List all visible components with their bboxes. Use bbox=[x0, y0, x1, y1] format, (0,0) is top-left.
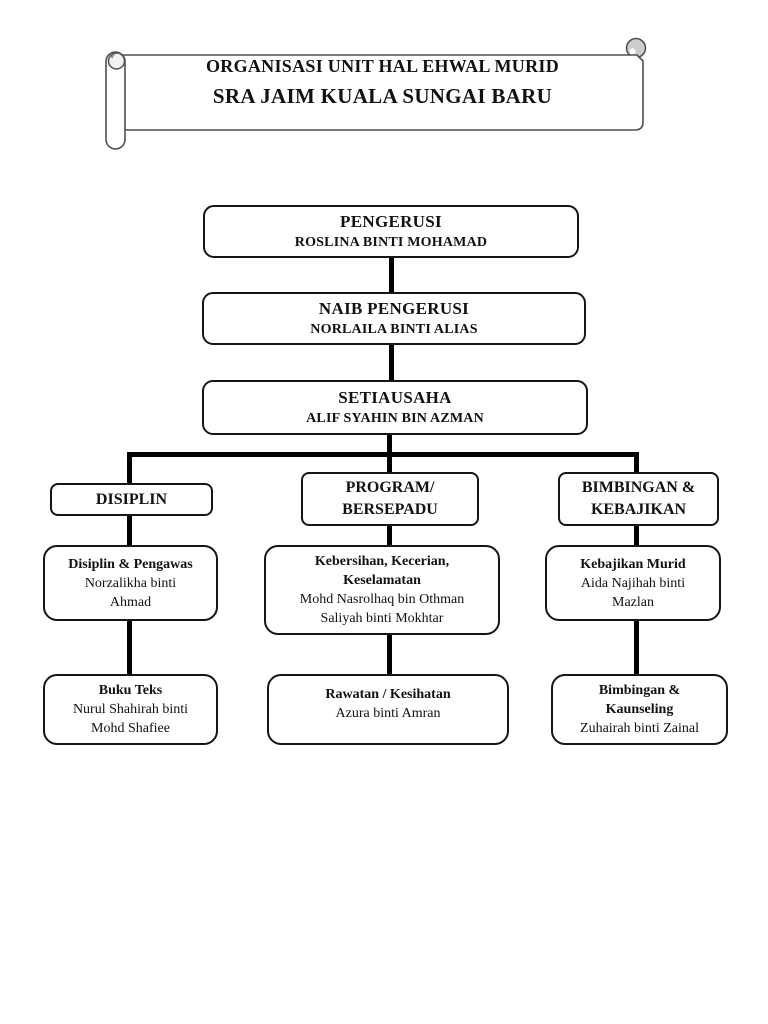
unit-box-kebersihan-kecerian-keselamatan: Kebersihan, Kecerian, Keselamatan Mohd N… bbox=[264, 545, 500, 635]
unit-title: Kebajikan Murid bbox=[580, 556, 686, 572]
unit-names: Mohd Nasrolhaq bin Othman Saliyah binti … bbox=[299, 592, 465, 626]
person-name: NORLAILA BINTI ALIAS bbox=[310, 322, 478, 337]
connector-pengerusi-naib bbox=[389, 258, 394, 292]
unit-names: Azura binti Amran bbox=[335, 706, 441, 721]
unit-title: Rawatan / Kesihatan bbox=[325, 687, 451, 702]
banner-title: ORGANISASI UNIT HAL EHWAL MURID SRA JAIM… bbox=[122, 56, 643, 109]
unit-title: Disiplin & Pengawas bbox=[68, 556, 193, 572]
scroll-left-curl-shade bbox=[110, 53, 122, 59]
unit-title: Bimbingan & Kaunseling bbox=[598, 683, 681, 717]
unit-names: Zuhairah binti Zainal bbox=[580, 721, 699, 736]
branch-header-label: BIMBINGAN & KEBAJIKAN bbox=[581, 479, 696, 518]
connector-disiplin-unit2 bbox=[127, 621, 132, 674]
branch-header-label: DISIPLIN bbox=[95, 490, 168, 508]
connector-rail-program bbox=[387, 452, 392, 473]
branch-header-program-bersepadu: PROGRAM/ BERSEPADU bbox=[301, 472, 479, 526]
unit-title: Kebersihan, Kecerian, Keselamatan bbox=[314, 554, 450, 588]
org-box-naib-pengerusi: NAIB PENGERUSI NORLAILA BINTI ALIAS bbox=[202, 292, 586, 345]
unit-names: Norzalikha binti Ahmad bbox=[84, 575, 177, 610]
scroll-left-roll bbox=[105, 51, 126, 150]
connector-disiplin-unit1 bbox=[127, 516, 132, 545]
org-box-setiausaha: SETIAUSAHA ALIF SYAHIN BIN AZMAN bbox=[202, 380, 588, 435]
connector-rail-disiplin bbox=[127, 452, 132, 483]
role-title: NAIB PENGERUSI bbox=[318, 299, 470, 318]
branch-header-bimbingan-kebajikan: BIMBINGAN & KEBAJIKAN bbox=[558, 472, 719, 526]
connector-program-unit1 bbox=[387, 526, 392, 545]
unit-box-disiplin-pengawas: Disiplin & Pengawas Norzalikha binti Ahm… bbox=[43, 545, 218, 621]
person-name: ROSLINA BINTI MOHAMAD bbox=[294, 235, 488, 250]
branch-header-label: PROGRAM/ BERSEPADU bbox=[342, 479, 438, 518]
unit-box-kebajikan-murid: Kebajikan Murid Aida Najihah binti Mazla… bbox=[545, 545, 721, 621]
connector-naib-setiausaha bbox=[389, 345, 394, 380]
unit-box-bimbingan-kaunseling: Bimbingan & Kaunseling Zuhairah binti Za… bbox=[551, 674, 728, 745]
role-title: SETIAUSAHA bbox=[338, 388, 452, 407]
banner-title-line2: SRA JAIM KUALA SUNGAI BARU bbox=[212, 84, 553, 108]
connector-rail-bimbingan bbox=[634, 452, 639, 473]
person-name: ALIF SYAHIN BIN AZMAN bbox=[306, 411, 484, 426]
unit-box-buku-teks: Buku Teks Nurul Shahirah binti Mohd Shaf… bbox=[43, 674, 218, 745]
branch-rail bbox=[127, 452, 639, 457]
unit-box-rawatan-kesihatan: Rawatan / Kesihatan Azura binti Amran bbox=[267, 674, 509, 745]
unit-names: Nurul Shahirah binti Mohd Shafiee bbox=[72, 702, 189, 736]
banner-title-line1: ORGANISASI UNIT HAL EHWAL MURID bbox=[205, 56, 560, 76]
scroll-banner bbox=[105, 37, 647, 150]
scroll-right-curl-hole bbox=[629, 48, 636, 55]
connector-setiausaha-rail bbox=[387, 435, 392, 454]
branch-header-disiplin: DISIPLIN bbox=[50, 483, 213, 516]
connector-bimbingan-unit2 bbox=[634, 621, 639, 674]
connector-program-unit2 bbox=[387, 635, 392, 674]
unit-title: Buku Teks bbox=[98, 683, 163, 698]
unit-names: Aida Najihah binti Mazlan bbox=[580, 575, 686, 610]
org-box-pengerusi: PENGERUSI ROSLINA BINTI MOHAMAD bbox=[203, 205, 579, 258]
connector-bimbingan-unit1 bbox=[634, 526, 639, 545]
role-title: PENGERUSI bbox=[340, 212, 442, 231]
